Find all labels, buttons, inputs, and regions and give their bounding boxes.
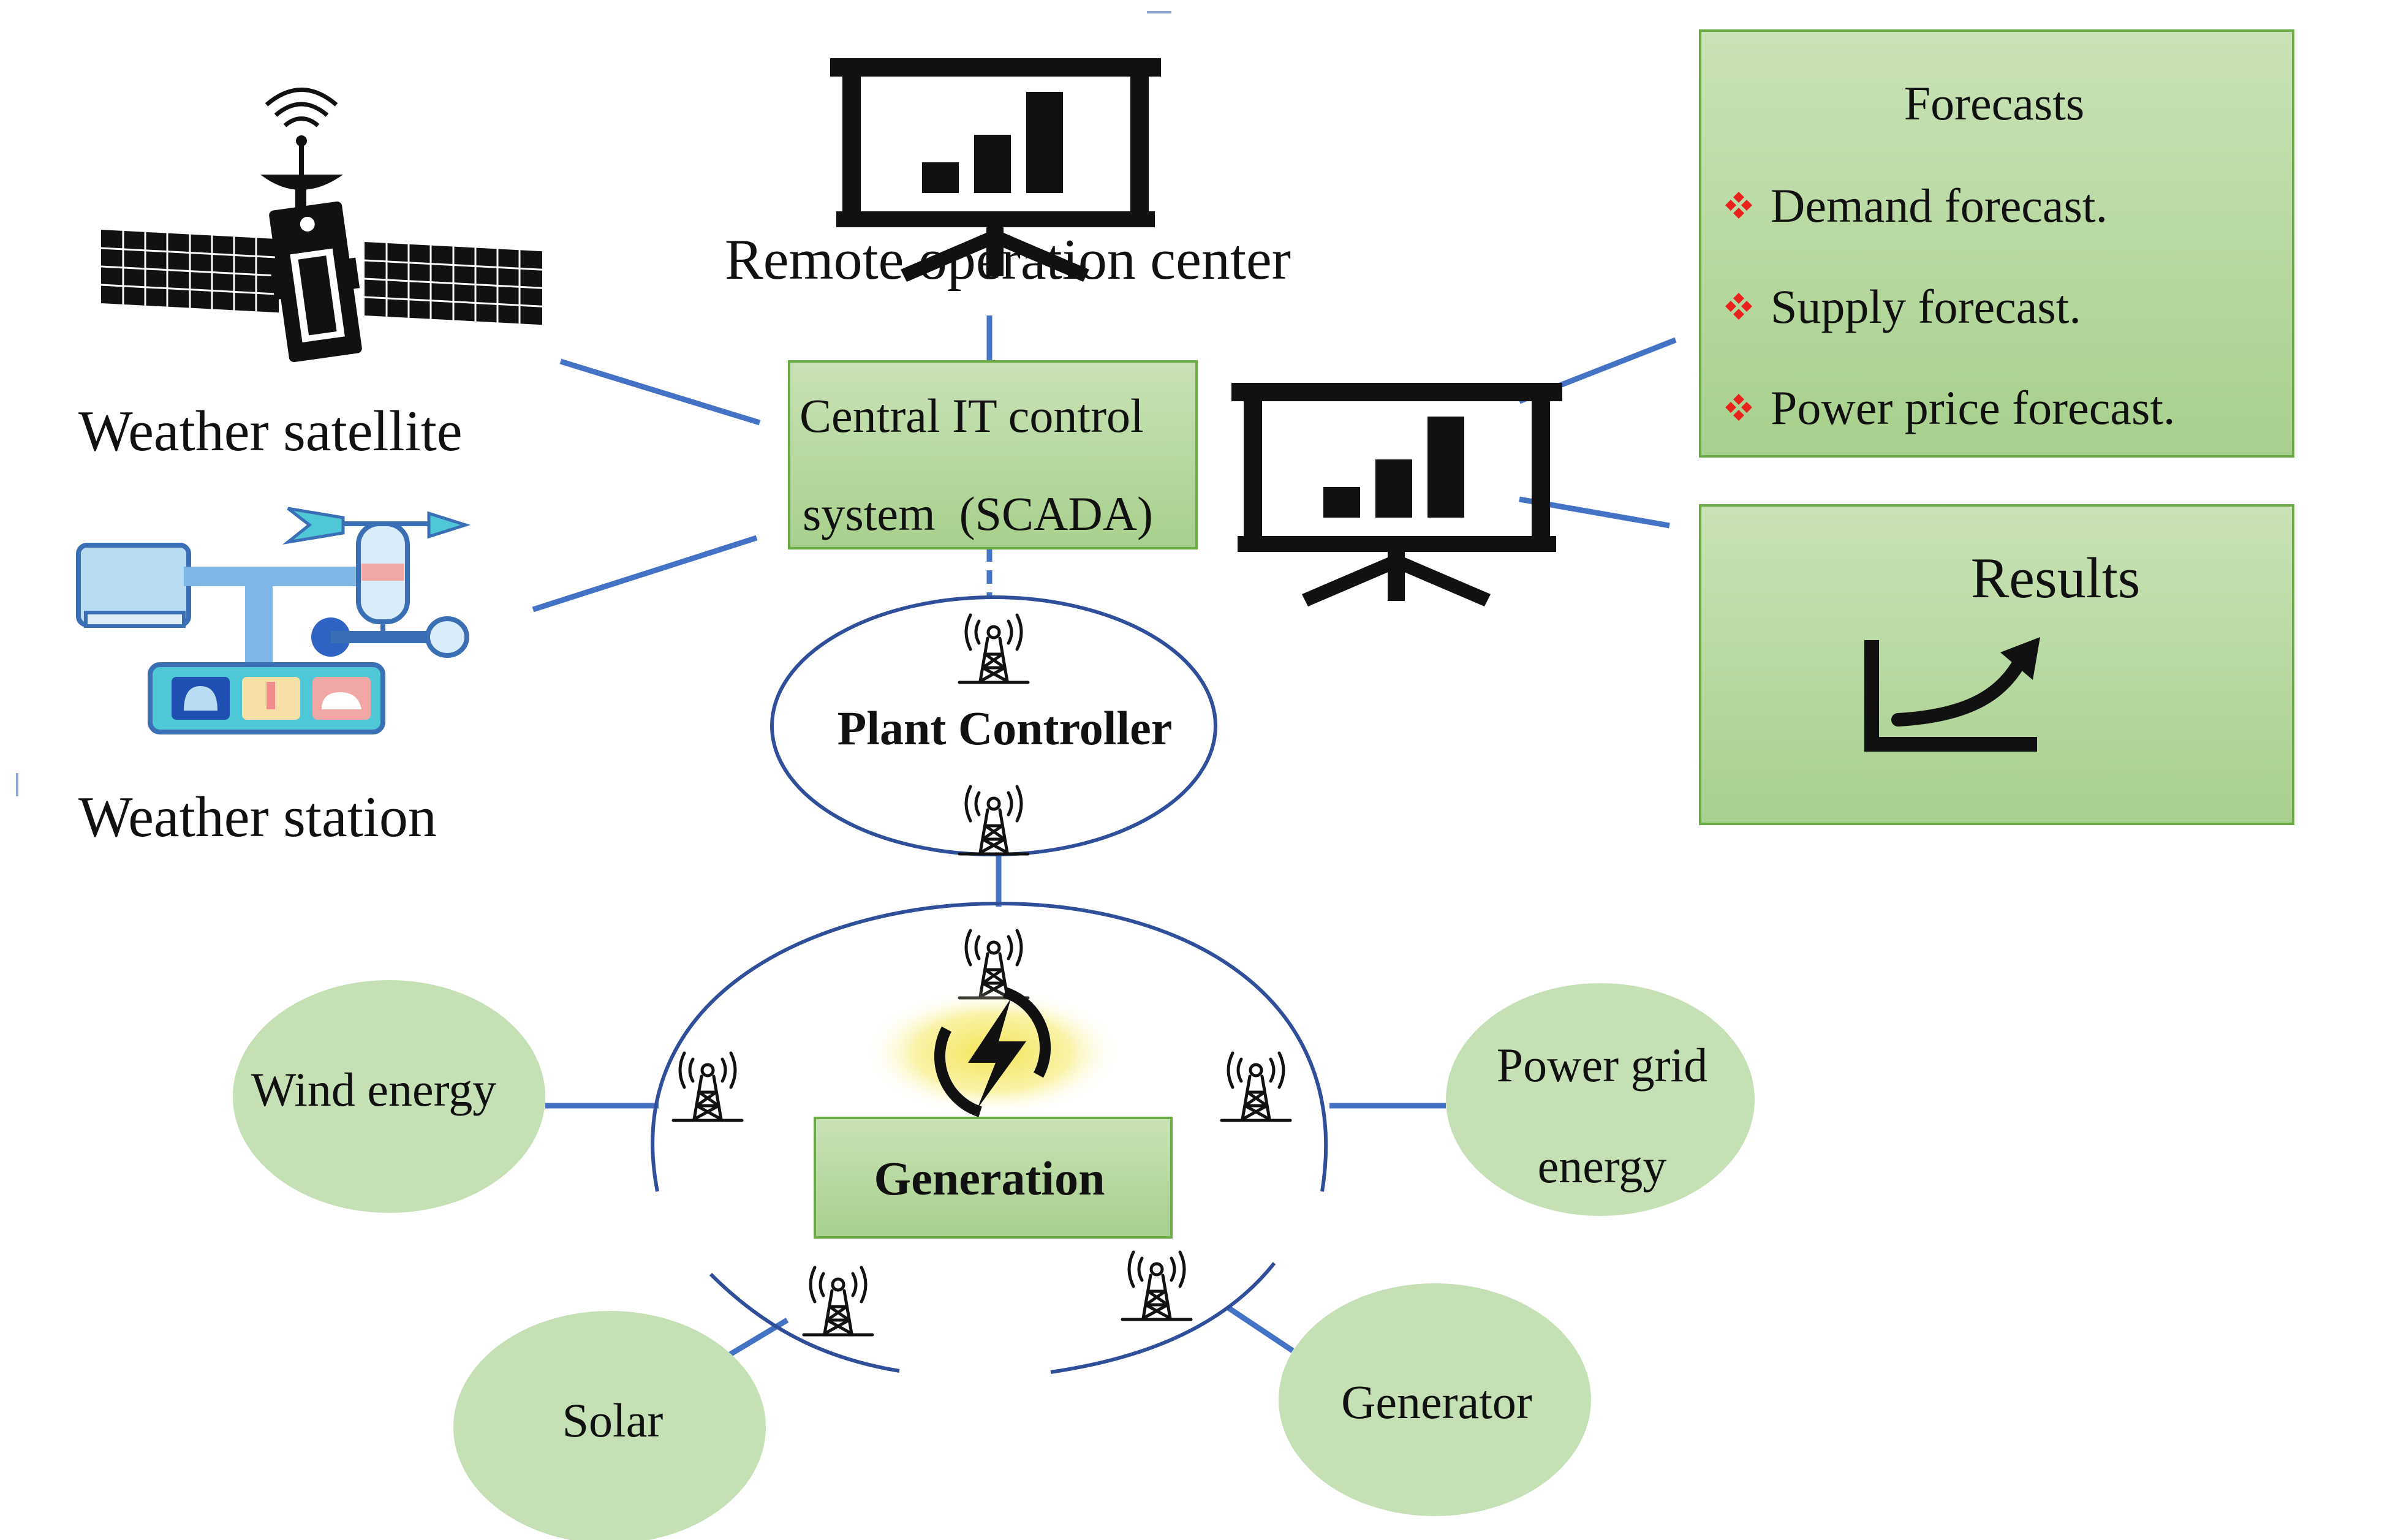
wind-energy-ellipse [233, 980, 545, 1213]
link-station-to-scada [532, 535, 758, 613]
scada-label-line2: system (SCADA) [803, 487, 1153, 540]
results-label: Results [1971, 546, 2141, 610]
link-generator-to-hub [1227, 1305, 1295, 1353]
generator-ellipse [1279, 1283, 1591, 1516]
forecasts-title: Forecasts [1904, 77, 2085, 130]
solar-node: Solar [453, 1311, 766, 1540]
presentation-board-icon [1231, 383, 1562, 606]
connectors [532, 315, 1677, 1359]
solar-label: Solar [562, 1394, 664, 1447]
power-grid-label-line2: energy [1538, 1139, 1667, 1193]
lightning-bolt-icon [864, 987, 1121, 1117]
radio-tower-icon [1122, 1252, 1191, 1319]
forecast-item: Supply forecast. [1771, 280, 2081, 333]
plant-controller: Plant Controller [770, 595, 1217, 856]
radio-tower-icon [959, 930, 1028, 998]
wind-energy-node: Wind energy [233, 980, 545, 1213]
weather-satellite: Weather satellite [78, 88, 542, 463]
generation-label: Generation [874, 1152, 1105, 1205]
forecast-item: Demand forecast. [1771, 179, 2108, 232]
forecasts-panel: Forecasts Demand forecast. Supply foreca… [1699, 29, 2294, 458]
hub-arc-bottom-right [1050, 1262, 1276, 1374]
satellite-icon [101, 88, 542, 363]
growth-chart-icon [1864, 637, 2040, 752]
power-grid-node: Power grid energy [1446, 983, 1755, 1216]
radio-tower-icon [804, 1267, 872, 1335]
forecast-item: Power price forecast. [1771, 381, 2176, 434]
radio-tower-icon [1222, 1053, 1290, 1120]
generation-hub: Generation [651, 901, 1328, 1374]
power-grid-ellipse [1446, 983, 1755, 1216]
forecasts-box [1699, 29, 2294, 458]
solar-ellipse [453, 1311, 766, 1540]
remote-operation-center: Remote operation center [725, 58, 1291, 292]
wind-energy-label: Wind energy [251, 1063, 496, 1116]
scada-box [788, 360, 1198, 549]
generation-box [814, 1117, 1173, 1239]
results-box [1699, 504, 2294, 825]
radio-tower-icon [673, 1053, 742, 1120]
plant-controller-label: Plant Controller [838, 701, 1173, 755]
generator-label: Generator [1341, 1375, 1532, 1429]
remote-center-label: Remote operation center [725, 228, 1291, 292]
scada-label-line1: Central IT control [800, 389, 1144, 442]
weather-satellite-label: Weather satellite [78, 399, 463, 463]
weather-station-icon [76, 507, 471, 734]
power-grid-label-line1: Power grid [1497, 1038, 1707, 1092]
hub-arc-bottom-left [709, 1272, 900, 1373]
generator-node: Generator [1279, 1283, 1591, 1516]
results-panel: Results [1699, 504, 2294, 825]
weather-station: Weather station [76, 507, 471, 849]
link-satellite-to-scada [559, 358, 761, 426]
weather-station-label: Weather station [78, 785, 437, 849]
hub-arc-top [651, 901, 1328, 1192]
central-it-control-system: Central IT control system (SCADA) [788, 360, 1198, 549]
